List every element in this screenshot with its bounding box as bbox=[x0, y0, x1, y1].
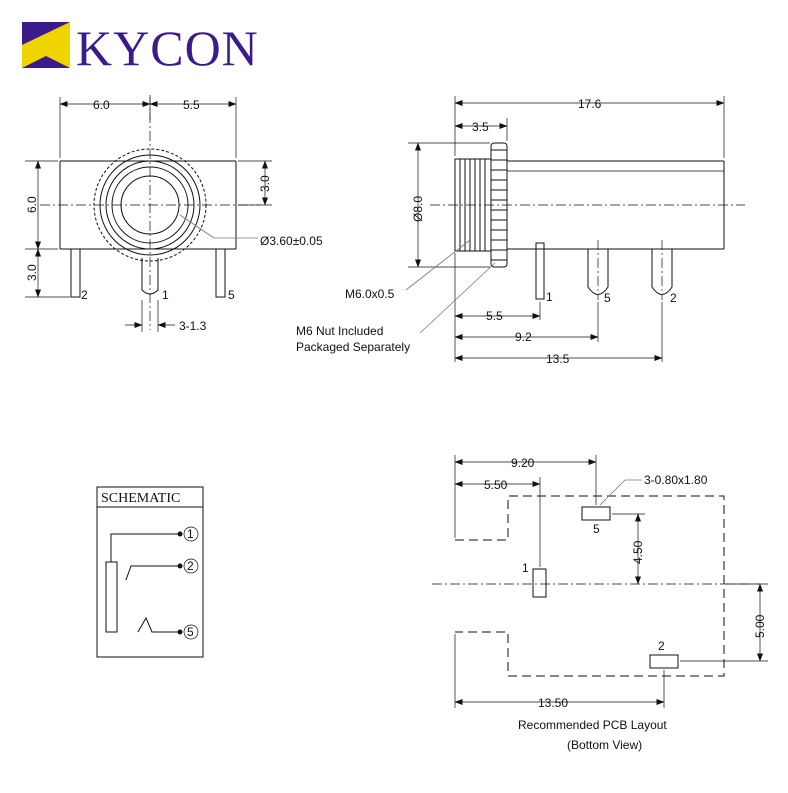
side-label-thread: M6.0x0.5 bbox=[345, 287, 395, 301]
logo-purple-lower bbox=[22, 56, 70, 68]
front-dim-pin-offset: 3-1.3 bbox=[179, 319, 207, 333]
pcb-dim-pin2-x: 13.50 bbox=[538, 696, 568, 710]
pcb-dim-pad-size: 3-0.80x1.80 bbox=[644, 473, 708, 487]
schematic: SCHEMATIC 1 2 5 bbox=[96, 486, 204, 658]
side-pin-2-label: 2 bbox=[670, 291, 677, 305]
front-pin-2-label: 2 bbox=[81, 288, 88, 302]
side-pin-1 bbox=[535, 242, 545, 300]
front-dim-width-right: 5.5 bbox=[183, 98, 200, 112]
pcb-dim-pin2-y: 5.00 bbox=[753, 614, 767, 638]
side-dim-dia: Ø8.0 bbox=[411, 196, 425, 222]
pcb-layout: 5 1 2 9.20 5.50 3-0.80x1.80 4.50 5.00 13… bbox=[432, 455, 768, 752]
front-dim-hole-dia: Ø3.60±0.05 bbox=[260, 234, 323, 248]
front-dim-height-body: 6.0 bbox=[25, 196, 39, 213]
side-dim-pin5: 9.2 bbox=[515, 330, 532, 344]
schematic-pin-1: 1 bbox=[187, 527, 194, 541]
pcb-pad-5 bbox=[581, 506, 611, 521]
pcb-pad-1 bbox=[532, 568, 547, 598]
front-dim-height-pin: 3.0 bbox=[25, 264, 39, 281]
kycon-logo: KYCON bbox=[22, 20, 259, 76]
side-view: 1 5 2 17.6 3.5 Ø8.0 5.5 9.2 13.5 M6.0x0.… bbox=[296, 96, 745, 366]
logo-yellow-triangle bbox=[22, 22, 70, 68]
front-pin-1 bbox=[141, 258, 159, 295]
front-dim-width-left: 6.0 bbox=[93, 98, 110, 112]
schematic-pin-5: 5 bbox=[187, 625, 194, 639]
pcb-caption-line1: Recommended PCB Layout bbox=[518, 718, 667, 732]
side-pin-5-label: 5 bbox=[604, 291, 611, 305]
front-dim-height-upper: 3.0 bbox=[258, 175, 272, 192]
pcb-pin-5-label: 5 bbox=[593, 522, 600, 536]
schematic-frame bbox=[96, 486, 204, 658]
side-dim-pin2: 13.5 bbox=[546, 352, 570, 366]
front-pin-5 bbox=[215, 248, 226, 298]
pcb-dim-pin5-x: 9.20 bbox=[511, 456, 535, 470]
schematic-pin-2: 2 bbox=[187, 559, 194, 573]
pcb-dim-pin1-x: 5.50 bbox=[484, 478, 508, 492]
side-dim-overall: 17.6 bbox=[578, 97, 602, 111]
schematic-sleeve bbox=[105, 561, 118, 633]
side-dim-thread-len: 3.5 bbox=[472, 120, 489, 134]
front-view: 2 1 5 6.0 5.5 6.0 3.0 3.0 Ø3.60±0.05 3- bbox=[25, 95, 323, 333]
side-pin-1-label: 1 bbox=[546, 290, 553, 304]
pcb-pad-2 bbox=[649, 654, 679, 669]
side-dim-pin1: 5.5 bbox=[486, 309, 503, 323]
side-label-nut-line1: M6 Nut Included bbox=[296, 324, 383, 338]
pcb-pin-2-label: 2 bbox=[658, 639, 665, 653]
schematic-title: SCHEMATIC bbox=[101, 491, 180, 506]
pcb-pin-1-label: 1 bbox=[522, 561, 529, 575]
front-pin-5-label: 5 bbox=[228, 288, 235, 302]
front-pin-2 bbox=[70, 248, 81, 298]
pcb-dim-pin5-y: 4.50 bbox=[631, 540, 645, 564]
side-label-nut-line2: Packaged Separately bbox=[296, 340, 410, 354]
pcb-caption-line2: (Bottom View) bbox=[567, 738, 642, 752]
brand-name: KYCON bbox=[76, 20, 259, 76]
front-pin-1-label: 1 bbox=[162, 288, 169, 302]
